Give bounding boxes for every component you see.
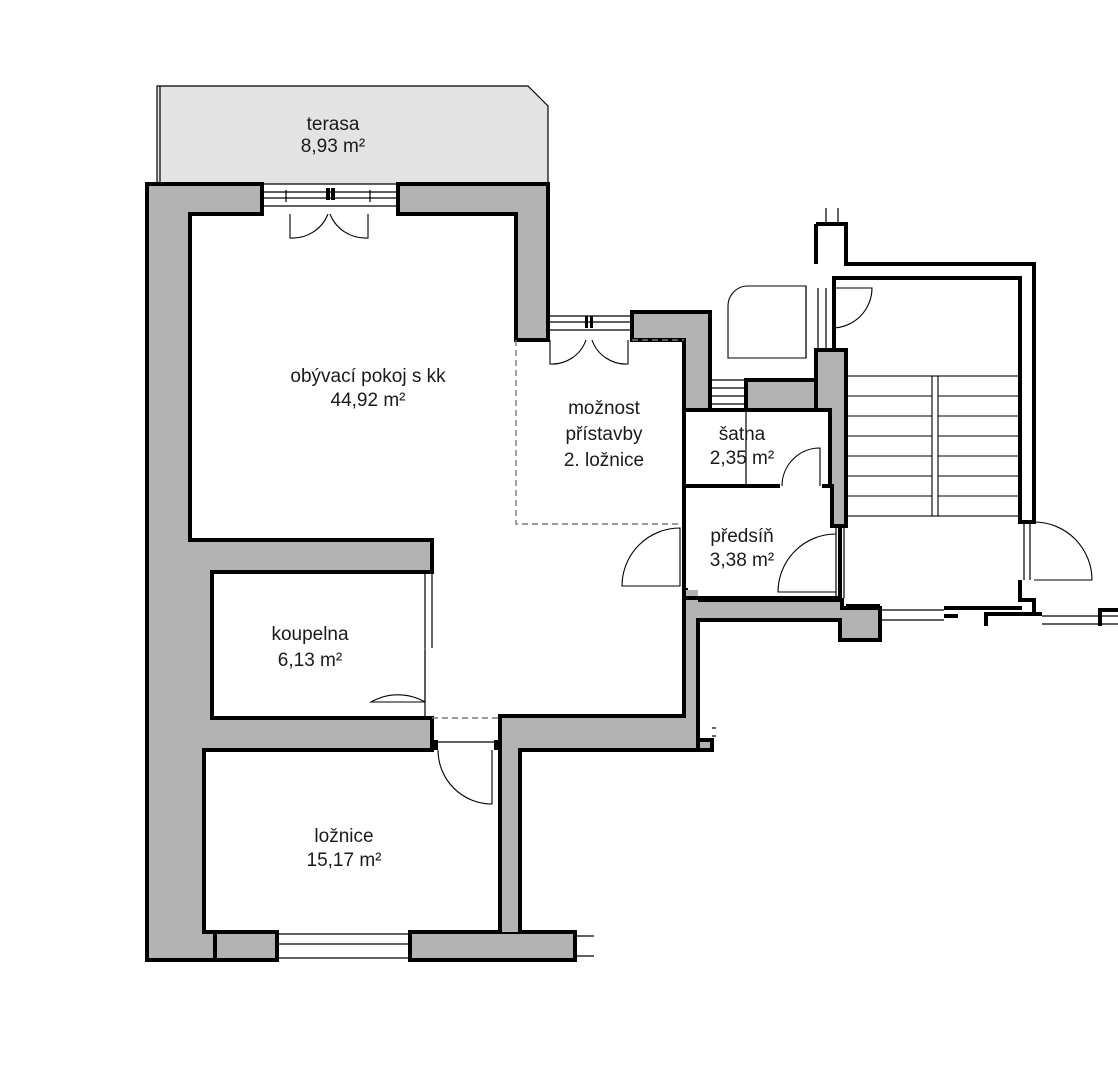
satna-area: 2,35 m² [710, 448, 774, 469]
wall-extension-right [630, 310, 712, 412]
koupelna-name: koupelna [271, 624, 349, 645]
door-predsin-left [621, 527, 681, 587]
door-stair-right [1023, 521, 1093, 581]
obyvaci-name: obývací pokoj s kk [290, 366, 446, 387]
wall-outline-right-block [498, 600, 842, 932]
threshold-marks [712, 379, 1118, 737]
door-terrace [289, 213, 369, 239]
wall-stair-left [814, 348, 848, 528]
terasa-name: terasa [307, 114, 360, 135]
wall-satna-top [744, 378, 818, 412]
satna-name: šatna [719, 424, 766, 445]
moznost-line3: 2. ložnice [564, 450, 644, 471]
door-satna [745, 410, 821, 487]
door-bedroom [432, 717, 500, 805]
wall-center-right [408, 410, 882, 962]
wall-fill-right-block [684, 590, 698, 750]
terrace-area [156, 85, 549, 185]
wall-stair-core [816, 222, 1042, 616]
extension-boundary [515, 339, 684, 525]
wall-stair-bottom [846, 604, 1042, 626]
terasa-area: 8,93 m² [301, 136, 365, 157]
staircase [845, 375, 1021, 517]
predsin-name: předsíň [710, 526, 773, 547]
door-stair-top [727, 285, 873, 359]
wall-fill-right-block-b [500, 716, 520, 932]
wall-top-right [396, 182, 550, 342]
predsin-area: 3,38 m² [710, 550, 774, 571]
loznice-area: 15,17 m² [307, 850, 382, 871]
moznost-line1: možnost [568, 398, 641, 419]
door-predsin-right [777, 528, 845, 598]
door-bathroom [368, 572, 433, 718]
window-top [262, 188, 398, 207]
moznost-line2: přístavby [565, 424, 643, 445]
loznice-name: ložnice [314, 826, 373, 847]
window-extension [548, 315, 632, 365]
obyvaci-area: 44,92 m² [331, 390, 406, 411]
wall-outer-left [145, 182, 434, 962]
koupelna-area: 6,13 m² [278, 650, 342, 671]
window-bedroom [213, 930, 594, 962]
